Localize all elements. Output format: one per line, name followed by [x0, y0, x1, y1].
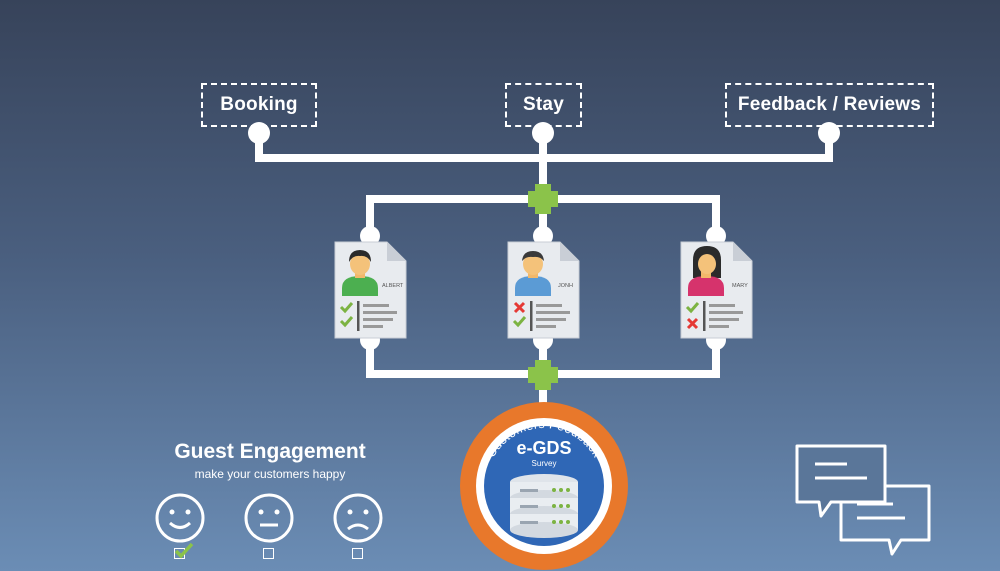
check-ok-icon	[339, 302, 354, 314]
badge-title: e-GDS	[516, 438, 571, 458]
profile-name: MARY	[732, 283, 748, 289]
neutral-smiley-icon[interactable]	[243, 492, 295, 544]
profile-card-mary: MARY	[680, 241, 753, 339]
chat-bubbles-icon	[795, 444, 931, 556]
profile-card-jonh: JONH	[507, 241, 580, 339]
stage-feedback-label: Feedback / Reviews	[737, 94, 922, 115]
stage-stay-label: Stay	[523, 94, 564, 115]
avatar-face	[350, 253, 370, 275]
happy-smiley-icon[interactable]	[154, 492, 206, 544]
check-bad-icon	[513, 301, 526, 314]
stage-stay: Stay	[505, 83, 582, 127]
sad-smiley-icon[interactable]	[332, 492, 384, 544]
check-ok-icon	[685, 302, 700, 314]
avatar-hair	[349, 250, 371, 262]
database-icon	[510, 474, 578, 538]
neutral-checkbox[interactable]	[263, 548, 274, 559]
avatar-shirt	[688, 276, 724, 296]
checkmark-icon	[174, 542, 194, 559]
jonh-top-node	[533, 226, 553, 246]
check-ok-icon	[339, 316, 354, 328]
stage-booking: Booking	[201, 83, 317, 127]
avatar-shirt	[515, 276, 551, 296]
avatar-face	[698, 254, 716, 274]
check-ok-icon	[512, 316, 527, 328]
badge-subtitle: Survey	[532, 459, 557, 468]
sad-checkbox[interactable]	[352, 548, 363, 559]
booking-node	[248, 122, 270, 144]
plus-icon	[528, 184, 558, 214]
profile-name: JONH	[558, 283, 573, 289]
avatar-hair	[522, 251, 544, 261]
feedback-node	[818, 122, 840, 144]
plus-icon	[528, 360, 558, 390]
guest-engagement-title: Guest Engagement	[174, 440, 366, 463]
stage-feedback-reviews: Feedback / Reviews	[725, 83, 934, 127]
guest-engagement-subtitle: make your customers happy	[194, 467, 346, 481]
egds-survey-badge: Customers Feedback e-GDS Survey	[460, 402, 628, 570]
avatar-face	[523, 253, 543, 275]
mary-top-node	[706, 226, 726, 246]
profile-name: ALBERT	[382, 283, 404, 289]
profile-card-albert: ALBERT	[334, 241, 407, 339]
avatar-shirt	[342, 276, 378, 296]
stay-node	[532, 122, 554, 144]
albert-top-node	[360, 226, 380, 246]
check-bad-icon	[686, 317, 699, 330]
stage-booking-label: Booking	[220, 94, 298, 115]
